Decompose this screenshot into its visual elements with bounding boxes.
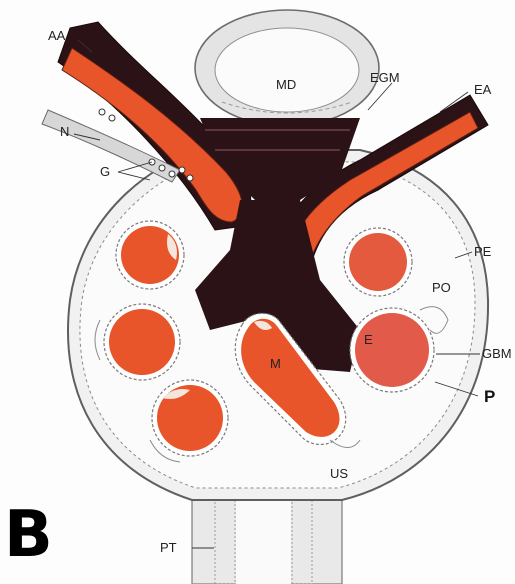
macula-densa [195,10,379,126]
capillary-loop-lower-left [152,380,228,456]
label-extraglomerular-mesangium: EGM [370,70,400,85]
label-efferent-arteriole: EA [474,82,492,97]
capillary-loop-right-upper [344,228,412,296]
label-nerve: N [60,124,69,139]
capillary-loop-upper-left [116,221,184,289]
label-urinary-space: US [330,466,348,481]
panel-letter: B [4,498,53,572]
proximal-tubule [192,500,342,584]
label-granular-cells: G [100,164,110,179]
label-mesangium: M [270,356,281,371]
label-afferent-arteriole: AA [48,28,66,43]
capillary-loop-right-lower [350,308,434,392]
label-macula-densa: MD [276,77,296,92]
label-glomerular-basement-membrane: GBM [482,346,512,361]
label-endothelium: E [364,332,373,347]
label-proximal-tubule: PT [160,540,177,555]
label-foot-processes: P [484,387,495,406]
label-parietal-epithelium: PE [474,244,492,259]
label-podocyte: PO [432,280,451,295]
capillary-loop-middle-left [104,304,180,380]
